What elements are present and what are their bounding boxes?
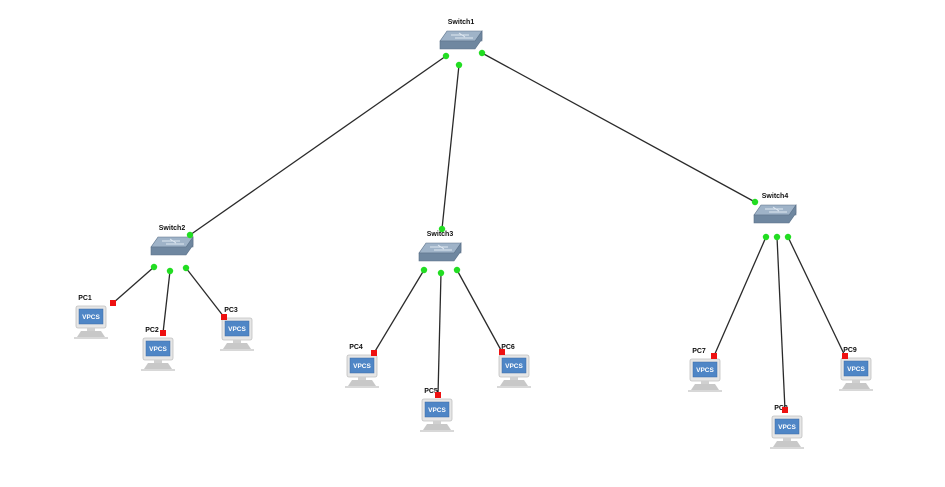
vpcs-monitor-icon: VPCS — [220, 317, 254, 351]
node-switch3[interactable]: Switch3 — [418, 231, 462, 262]
link-switch2-pc2[interactable] — [162, 270, 171, 334]
pc-label: PC6 — [501, 344, 515, 351]
port-status-up-switch4 — [762, 233, 770, 241]
port-status-down-pc8 — [782, 407, 788, 413]
port-status-up-switch4 — [773, 233, 781, 241]
port-status-up-switch3 — [453, 266, 461, 274]
port-status-up-switch3 — [437, 269, 445, 277]
vpcs-screen-text: VPCS — [228, 326, 246, 333]
ports-layer — [110, 49, 848, 413]
switch-icon — [753, 204, 797, 224]
link-switch4-pc7[interactable] — [713, 236, 767, 357]
pc-label: PC4 — [349, 344, 363, 351]
port-status-down-pc6 — [499, 349, 505, 355]
port-status-up-switch1 — [442, 52, 450, 60]
vpcs-monitor-icon: VPCS — [74, 305, 108, 339]
switch-icon — [439, 30, 483, 50]
link-switch2-pc1[interactable] — [112, 266, 155, 304]
pc-label: PC3 — [224, 307, 238, 314]
switch-label: Switch1 — [448, 19, 475, 26]
port-status-down-pc7 — [711, 353, 717, 359]
port-status-down-pc4 — [371, 350, 377, 356]
link-switch4-pc8[interactable] — [776, 236, 786, 411]
port-status-up-switch4 — [751, 198, 759, 206]
link-switch3-pc4[interactable] — [373, 269, 425, 354]
pc-label: PC1 — [78, 295, 92, 302]
vpcs-monitor-icon: VPCS — [141, 337, 175, 371]
vpcs-screen-text: VPCS — [696, 367, 714, 374]
port-status-down-pc2 — [160, 330, 166, 336]
vpcs-monitor-icon: VPCS — [839, 357, 873, 391]
switch-label: Switch4 — [762, 193, 789, 200]
pc-label: PC7 — [692, 348, 706, 355]
link-switch1-switch3[interactable] — [441, 64, 460, 230]
port-status-up-switch4 — [784, 233, 792, 241]
vpcs-screen-text: VPCS — [847, 366, 865, 373]
switch-icon — [150, 236, 194, 256]
link-switch3-pc5[interactable] — [437, 272, 442, 396]
vpcs-screen-text: VPCS — [505, 363, 523, 370]
port-status-up-switch2 — [166, 267, 174, 275]
vpcs-screen-text: VPCS — [149, 346, 167, 353]
switch-icon — [418, 242, 462, 262]
switch-label: Switch2 — [159, 225, 186, 232]
vpcs-screen-text: VPCS — [353, 363, 371, 370]
link-switch4-pc9[interactable] — [787, 236, 846, 357]
port-status-down-pc3 — [221, 314, 227, 320]
link-switch1-switch4[interactable] — [481, 52, 756, 203]
port-status-up-switch2 — [182, 264, 190, 272]
pc-label: PC8 — [774, 405, 788, 412]
switch-label: Switch3 — [427, 231, 454, 238]
port-status-down-pc1 — [110, 300, 116, 306]
vpcs-monitor-icon: VPCS — [345, 354, 379, 388]
pc-label: PC9 — [843, 347, 857, 354]
link-switch2-pc3[interactable] — [185, 267, 225, 318]
vpcs-screen-text: VPCS — [778, 424, 796, 431]
vpcs-monitor-icon: VPCS — [420, 398, 454, 432]
port-status-up-switch2 — [150, 263, 158, 271]
link-switch3-pc6[interactable] — [456, 269, 503, 353]
node-switch4[interactable]: Switch4 — [753, 193, 797, 224]
port-status-up-switch1 — [478, 49, 486, 57]
vpcs-screen-text: VPCS — [428, 407, 446, 414]
links-layer — [112, 52, 846, 411]
port-status-down-pc9 — [842, 353, 848, 359]
node-switch1[interactable]: Switch1 — [439, 19, 483, 50]
nodes-layer: Switch1Switch2Switch3Switch4PC1VPCSPC2VP… — [74, 19, 873, 449]
port-status-up-switch1 — [455, 61, 463, 69]
pc-label: PC2 — [145, 327, 159, 334]
vpcs-monitor-icon: VPCS — [770, 415, 804, 449]
vpcs-screen-text: VPCS — [82, 314, 100, 321]
port-status-up-switch3 — [438, 225, 446, 233]
port-status-down-pc5 — [435, 392, 441, 398]
link-switch1-switch2[interactable] — [189, 55, 447, 236]
vpcs-monitor-icon: VPCS — [688, 358, 722, 392]
vpcs-monitor-icon: VPCS — [497, 354, 531, 388]
port-status-up-switch3 — [420, 266, 428, 274]
port-status-up-switch2 — [186, 231, 194, 239]
node-switch2[interactable]: Switch2 — [150, 225, 194, 256]
pc-label: PC5 — [424, 388, 438, 395]
